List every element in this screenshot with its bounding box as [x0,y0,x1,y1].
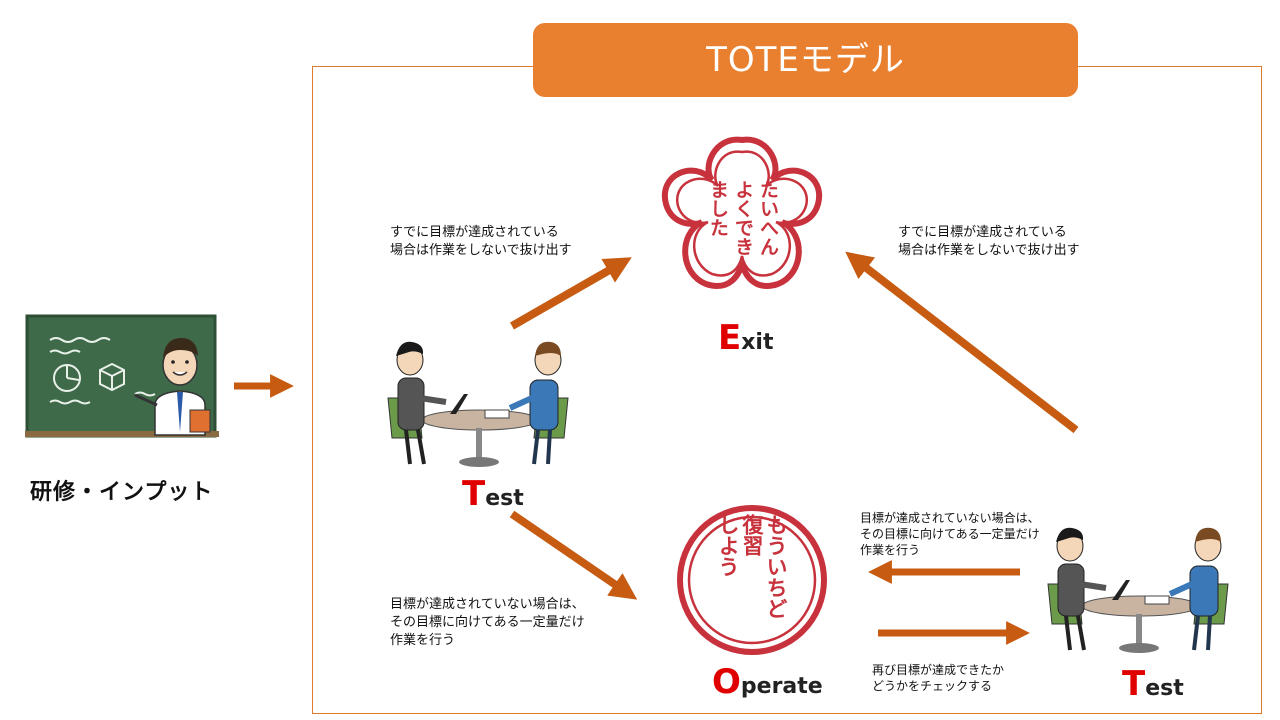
meeting-illustration-right [1047,527,1229,653]
exit-stamp-line-3: ました [707,180,729,237]
operate-label-initial: O [712,662,741,702]
test-right-rest: est [1145,676,1184,701]
test-left-initial: T [462,474,486,514]
arrow-test-to-exit [510,257,632,330]
operate-label-rest: perate [740,674,823,699]
operate-label: Operate [712,662,823,702]
note-right-exit: すでに目標が達成されている 場合は作業をしないで抜け出す [898,225,1080,258]
teacher-illustration [25,314,219,438]
exit-stamp-line-1: たいへん [757,180,779,256]
test-left-rest: est [485,486,524,511]
test-label-left: Test [462,474,524,514]
exit-label-initial: E [718,318,742,358]
training-input-label: 研修・インプット [30,480,214,505]
operate-stamp [677,505,827,655]
arrow-test-to-operate [509,510,638,600]
operate-stamp-line-2: 復習 [740,514,764,556]
operate-stamp-text: もういちど 復習 しよう [700,514,804,644]
exit-stamp-text: たいへん よくでき ました [695,180,790,280]
exit-stamp [661,136,823,289]
arrow-right-test-to-exit [845,251,1079,434]
exit-stamp-line-2: よくでき [732,180,754,256]
operate-stamp-line-1: もういちど [764,514,788,619]
test-right-initial: T [1122,664,1146,704]
note-right-operate: 目標が達成されていない場合は、 その目標に向けてある一定量だけ 作業を行う [860,511,1040,557]
meeting-illustration-left [387,341,569,467]
exit-label: Exit [718,318,773,358]
note-recheck: 再び目標が達成できたか どうかをチェックする [872,663,1005,693]
operate-stamp-line-3: しよう [716,514,740,577]
note-left-exit: すでに目標が達成されている 場合は作業をしないで抜け出す [390,225,572,258]
test-label-right: Test [1122,664,1184,704]
exit-label-rest: xit [741,330,774,355]
page-title: TOTEモデル [533,23,1078,97]
note-left-operate: 目標が達成されていない場合は、 その目標に向けてある一定量だけ 作業を行う [390,597,585,648]
